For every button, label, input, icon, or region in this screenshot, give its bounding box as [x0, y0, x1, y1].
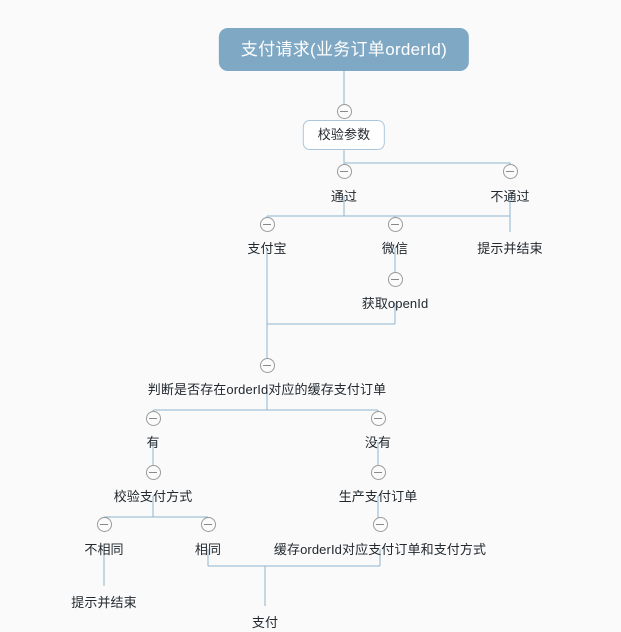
collapse-minus-icon[interactable]	[145, 464, 161, 480]
collapse-minus-icon[interactable]	[370, 410, 386, 426]
node-n6[interactable]: 支付宝	[247, 241, 287, 256]
node-n16[interactable]: 缓存orderId对应支付订单和支付方式	[273, 542, 487, 557]
node-n4[interactable]: 不通过	[490, 189, 530, 204]
node-n17[interactable]: 提示并结束	[71, 595, 137, 610]
node-n14[interactable]: 不相同	[84, 542, 124, 557]
collapse-minus-icon[interactable]	[200, 516, 216, 532]
collapse-minus-icon[interactable]	[259, 357, 275, 373]
node-n18[interactable]: 支付	[251, 615, 279, 630]
node-n10[interactable]: 有	[146, 435, 160, 450]
collapse-minus-icon[interactable]	[387, 216, 403, 232]
collapse-minus-icon[interactable]	[96, 516, 112, 532]
node-n1[interactable]: 支付请求(业务订单orderId)	[218, 28, 470, 71]
collapse-minus-icon[interactable]	[370, 464, 386, 480]
collapse-minus-icon[interactable]	[336, 163, 352, 179]
node-n2[interactable]: 校验参数	[302, 120, 386, 150]
collapse-minus-icon[interactable]	[372, 516, 388, 532]
node-n7[interactable]: 微信	[381, 241, 409, 256]
node-n9[interactable]: 判断是否存在orderId对应的缓存支付订单	[147, 382, 387, 397]
collapse-minus-icon[interactable]	[502, 163, 518, 179]
node-n15[interactable]: 相同	[194, 542, 222, 557]
node-n3[interactable]: 通过	[330, 189, 358, 204]
collapse-minus-icon[interactable]	[259, 216, 275, 232]
node-n8[interactable]: 获取openId	[361, 296, 429, 311]
collapse-minus-icon[interactable]	[145, 410, 161, 426]
collapse-minus-icon[interactable]	[336, 103, 352, 119]
edge-n2-to-n4	[344, 162, 511, 164]
node-n11[interactable]: 没有	[364, 435, 392, 450]
node-n13[interactable]: 生产支付订单	[338, 489, 418, 504]
collapse-minus-icon[interactable]	[387, 271, 403, 287]
node-n5[interactable]: 提示并结束	[477, 241, 543, 256]
node-n12[interactable]: 校验支付方式	[113, 489, 193, 504]
